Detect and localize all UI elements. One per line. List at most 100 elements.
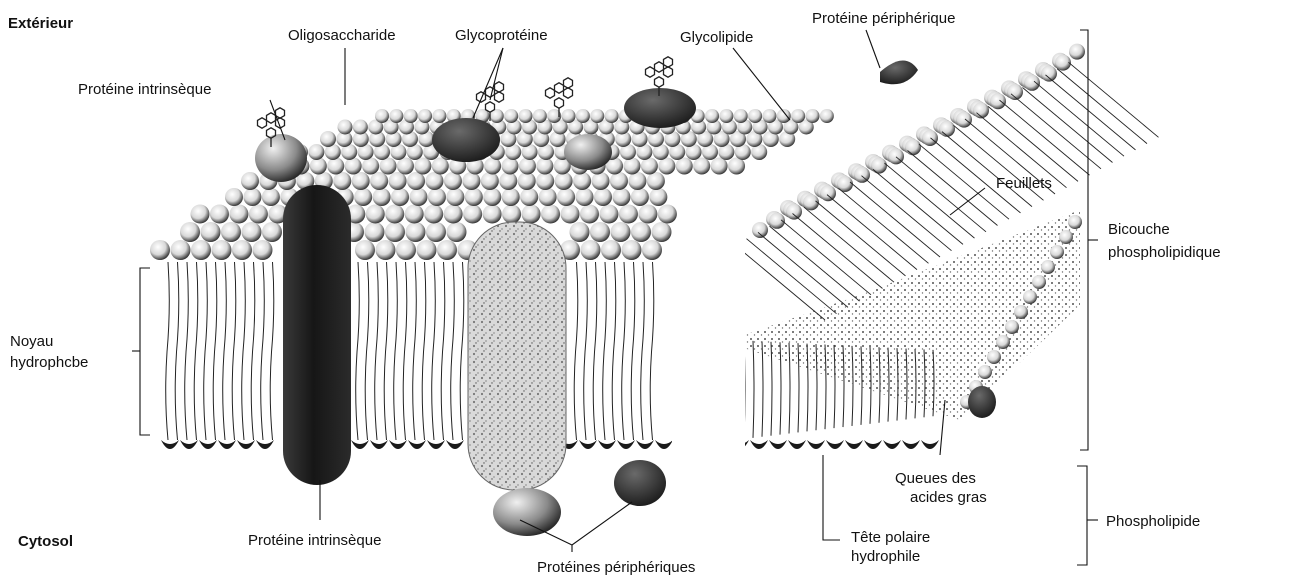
tilted-tail <box>1000 100 1090 175</box>
tail-line <box>384 262 388 440</box>
upper-head <box>642 240 662 260</box>
upper-head <box>405 205 424 224</box>
upper-head <box>418 109 432 123</box>
tail-line <box>612 262 616 440</box>
lower-head <box>256 440 274 449</box>
tilted-tail <box>816 201 906 276</box>
upper-head <box>1024 75 1040 91</box>
upper-head <box>241 172 259 190</box>
lower-head <box>218 440 236 449</box>
tail-line <box>251 262 255 440</box>
tail-line <box>762 341 763 436</box>
edge-head <box>996 335 1010 349</box>
upper-head <box>539 188 557 206</box>
sugar-ring <box>655 62 664 72</box>
upper-head <box>536 158 553 175</box>
upper-head <box>232 240 252 260</box>
sugar-ring <box>655 77 664 87</box>
lower-head <box>921 440 939 449</box>
upper-head <box>502 158 519 175</box>
upper-head <box>417 240 437 260</box>
lower-head <box>655 440 673 449</box>
label-queues-line1: Queues des <box>895 470 976 487</box>
peripheral-protein-bottom-right-icon <box>614 460 666 506</box>
label-tete-line1: Tête polaire <box>851 529 930 546</box>
tilted-tail <box>908 151 998 226</box>
lower-head <box>807 440 825 449</box>
peripheral-protein-bottom-left-icon <box>493 488 561 536</box>
upper-head <box>376 240 396 260</box>
tail-line <box>641 262 645 440</box>
intrinsic-protein-speckled <box>468 222 566 490</box>
upper-head <box>352 172 370 190</box>
peripheral-protein-right-edge-icon <box>968 386 996 418</box>
sugar-ring <box>564 78 573 88</box>
upper-head <box>605 109 619 123</box>
tail-line <box>584 262 588 440</box>
upper-head <box>611 222 631 242</box>
upper-head <box>191 240 211 260</box>
glycolipid-protein-icon <box>624 88 696 128</box>
upper-head <box>592 172 610 190</box>
upper-head <box>366 205 385 224</box>
upper-head <box>518 172 536 190</box>
tilted-tail <box>758 232 848 307</box>
tilted-tail <box>793 214 883 289</box>
upper-head <box>676 158 693 175</box>
tail-line <box>232 262 236 440</box>
lower-head <box>408 440 426 449</box>
tilted-tail <box>781 220 871 295</box>
upper-head <box>444 205 463 224</box>
tail-line <box>622 262 626 440</box>
tail-line <box>375 262 379 440</box>
upper-head <box>201 222 221 242</box>
upper-head <box>502 188 520 206</box>
upper-head <box>1069 44 1085 60</box>
label-proteine-intrinseque-bottom: Protéine intrinsèque <box>248 532 381 549</box>
upper-head <box>404 109 418 123</box>
upper-head <box>719 109 733 123</box>
tail-line <box>460 262 464 440</box>
tail-line <box>650 262 654 440</box>
upper-head <box>649 188 667 206</box>
upper-head <box>355 240 375 260</box>
tilted-tail <box>1023 88 1113 163</box>
sugar-ring <box>495 92 504 102</box>
sugar-ring <box>664 57 673 67</box>
upper-head <box>389 109 403 123</box>
upper-head <box>590 222 610 242</box>
upper-head <box>345 158 362 175</box>
upper-head <box>262 222 282 242</box>
upper-head <box>428 188 446 206</box>
tilted-tail <box>862 176 952 251</box>
tail-line <box>365 262 369 440</box>
upper-head <box>570 222 590 242</box>
tilted-tail <box>1069 62 1159 137</box>
upper-head <box>711 158 728 175</box>
upper-head <box>777 109 791 123</box>
upper-head <box>414 158 431 175</box>
tail-line <box>213 262 217 440</box>
upper-head <box>243 188 261 206</box>
upper-head <box>652 222 672 242</box>
upper-head <box>871 158 887 174</box>
sugar-ring <box>664 67 673 77</box>
upper-head <box>519 158 536 175</box>
upper-head <box>576 188 594 206</box>
upper-head <box>499 172 517 190</box>
upper-head <box>426 172 444 190</box>
surface-protein-icon <box>564 134 612 170</box>
upper-head <box>806 109 820 123</box>
tilted-tail <box>839 188 929 263</box>
tilted-tail <box>988 106 1078 181</box>
tail-line <box>441 262 445 440</box>
label-proteines-peripheriques-bottom: Protéines périphériques <box>537 559 695 576</box>
edge-head <box>1032 275 1046 289</box>
label-noyau-line1: Noyau <box>10 333 53 350</box>
upper-head <box>610 172 628 190</box>
upper-head <box>150 240 170 260</box>
upper-head <box>519 109 533 123</box>
intrinsic-protein-top-icon <box>255 134 307 182</box>
tail-line <box>270 262 274 440</box>
lower-head <box>636 440 654 449</box>
